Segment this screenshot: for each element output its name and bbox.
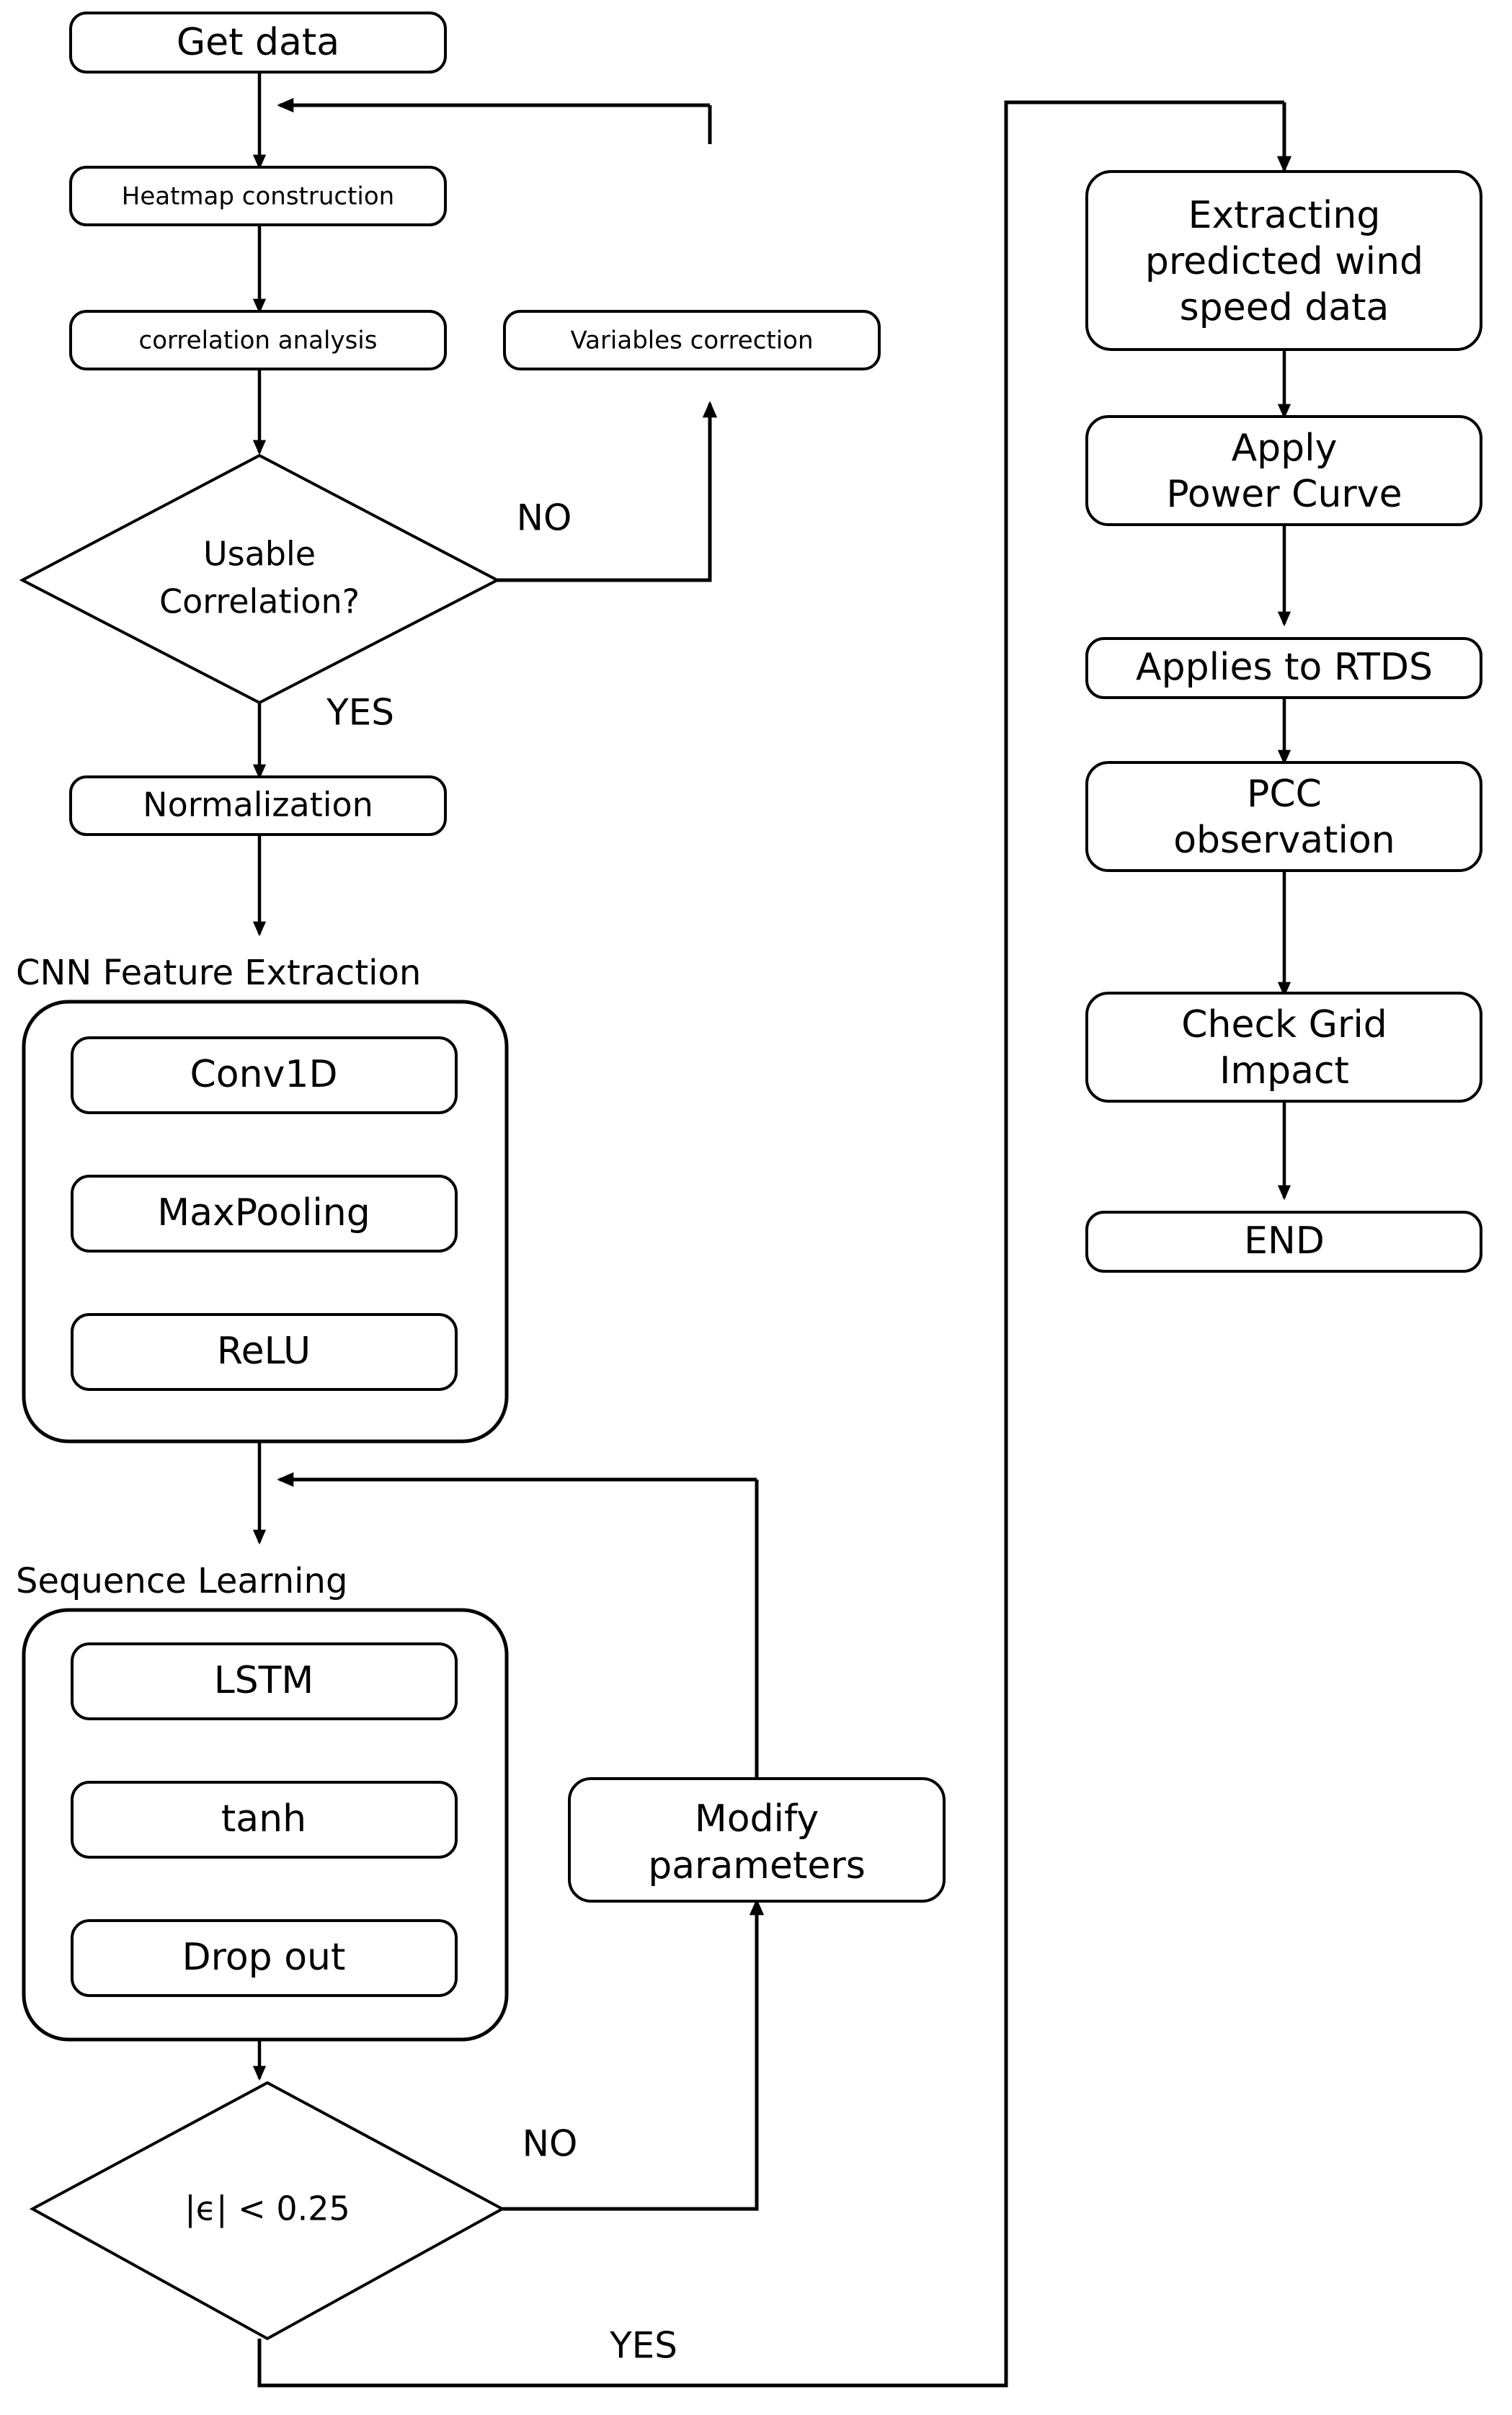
node-normalization[interactable]: Normalization [69,775,447,836]
group-title-sequence-learning: Sequence Learning [16,1561,347,1601]
node-get-data[interactable]: Get data [69,12,447,74]
node-conv1d[interactable]: Conv1D [71,1036,458,1114]
node-conv1d-label: Conv1D [190,1053,338,1096]
node-lstm[interactable]: LSTM [71,1642,458,1720]
node-apply-power-curve[interactable]: Apply Power Curve [1085,415,1482,526]
node-get-data-label: Get data [177,21,339,64]
edge-errorcheck-modifyparameters [502,1898,765,2211]
node-lstm-label: LSTM [214,1659,314,1702]
edge-modifyparameters-sequencegroup [277,1472,759,1779]
node-usable-correlation-label-line2: Correlation? [159,582,360,621]
node-variables-correction-label: Variables correction [570,326,813,355]
node-dropout[interactable]: Drop out [71,1919,458,1997]
node-extracting-label-line2: predicted wind [1145,240,1423,283]
branch-label-usable-no: NO [517,497,572,539]
node-variables-correction[interactable]: Variables correction [503,310,881,370]
edge-usablecorrelation-variablescorrection [497,401,718,582]
node-tanh-label: tanh [221,1797,306,1841]
node-applies-to-rtds[interactable]: Applies to RTDS [1085,637,1482,699]
node-modify-parameters-label-line2: parameters [648,1844,866,1887]
node-heatmap-construction-label: Heatmap construction [122,182,394,211]
node-end[interactable]: END [1085,1211,1482,1273]
node-extracting-label-line3: speed data [1180,286,1389,329]
node-usable-correlation-decision[interactable]: Usable Correlation? [19,453,501,705]
node-error-check-label: |ϵ| < 0.25 [184,2189,350,2229]
branch-label-error-yes: YES [609,2325,677,2367]
node-dropout-label: Drop out [182,1936,346,1979]
node-check-grid-impact[interactable]: Check Grid Impact [1085,992,1482,1103]
node-extracting-predicted-wind-speed-data[interactable]: Extracting predicted wind speed data [1085,170,1482,351]
node-check-grid-impact-label-line1: Check Grid [1181,1003,1387,1046]
group-title-cnn-feature-extraction: CNN Feature Extraction [16,953,421,993]
node-heatmap-construction[interactable]: Heatmap construction [69,166,447,226]
node-tanh[interactable]: tanh [71,1781,458,1859]
node-normalization-label: Normalization [143,786,373,824]
edge-variablescorrection-getdata [277,97,712,144]
node-modify-parameters[interactable]: Modify parameters [568,1777,946,1903]
node-relu[interactable]: ReLU [71,1313,458,1391]
node-apply-power-curve-label-line1: Apply [1232,427,1338,470]
node-apply-power-curve-label-line2: Power Curve [1166,473,1402,516]
node-maxpooling-label: MaxPooling [157,1191,370,1235]
node-extracting-label-line1: Extracting [1188,194,1381,237]
node-end-label: END [1244,1219,1325,1263]
node-correlation-analysis-label: correlation analysis [139,326,378,355]
node-check-grid-impact-label-line2: Impact [1219,1049,1349,1093]
node-relu-label: ReLU [217,1330,311,1373]
node-applies-to-rtds-label: Applies to RTDS [1136,646,1433,689]
node-maxpooling[interactable]: MaxPooling [71,1175,458,1253]
node-correlation-analysis[interactable]: correlation analysis [69,310,447,370]
node-pcc-observation-label-line1: PCC [1247,773,1322,816]
branch-label-error-no: NO [522,2123,578,2165]
node-usable-correlation-label-line1: Usable [203,535,316,574]
branch-label-usable-yes: YES [326,692,394,734]
node-modify-parameters-label-line1: Modify [695,1797,819,1841]
node-pcc-observation[interactable]: PCC observation [1085,761,1482,872]
edge-errorcheck-extracting [257,100,1292,2388]
node-pcc-observation-label-line2: observation [1173,819,1395,862]
node-error-check-decision[interactable]: |ϵ| < 0.25 [29,2081,506,2341]
